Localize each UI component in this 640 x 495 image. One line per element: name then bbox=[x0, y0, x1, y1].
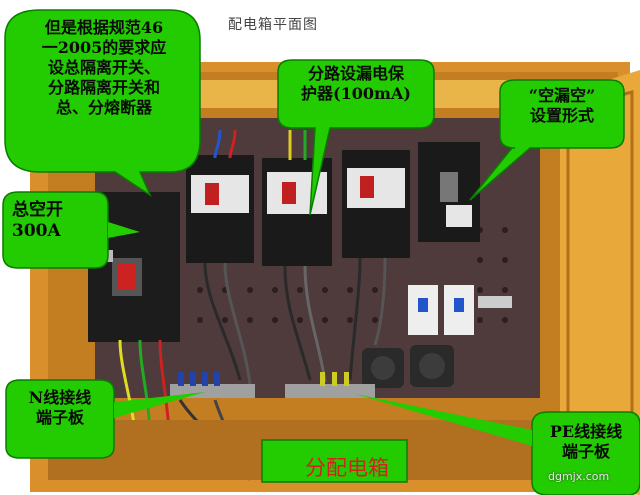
callout-empty-config-text: “空漏空” 设置形式 bbox=[502, 86, 622, 126]
callout-main-switch-line: 总空开 bbox=[12, 200, 63, 220]
sockets bbox=[362, 345, 454, 388]
callout-empty-config-bubble bbox=[469, 79, 625, 201]
callout-standard-line: 设总隔离开关、 bbox=[47, 58, 160, 77]
callout-standard-text: 但是根据规范46 一2005的要求应 设总隔离开关、 分路隔离开关和 总、分熔断… bbox=[14, 18, 194, 118]
pe-terminal-bar bbox=[285, 384, 375, 398]
callout-n-terminal-line: 端子板 bbox=[35, 408, 84, 427]
callout-standard-line: 但是根据规范46 bbox=[44, 18, 164, 37]
callout-standard-line: 分路隔离开关和 bbox=[47, 78, 160, 97]
callout-standard-line: 总、分熔断器 bbox=[55, 98, 152, 117]
terminal-screws bbox=[178, 372, 220, 386]
caption-text: 分配电箱 bbox=[305, 456, 389, 480]
mini-breakers bbox=[408, 285, 512, 335]
callout-pe-terminal-text: PE线接线 端子板 bbox=[534, 422, 638, 462]
callout-n-terminal-text: N线接线 端子板 bbox=[8, 388, 112, 428]
cabinet-door bbox=[560, 70, 640, 495]
caption-box bbox=[261, 439, 408, 483]
callout-main-switch-line: 300A bbox=[12, 221, 61, 242]
callout-pe-terminal-line: PE线接线 bbox=[549, 422, 623, 441]
image-title: 配电箱平面图 bbox=[228, 17, 318, 33]
rcd-breakers bbox=[186, 142, 480, 266]
callout-pe-terminal-bubble bbox=[531, 411, 640, 495]
callout-main-switch-text: 总空开 300A bbox=[6, 200, 110, 243]
callout-empty-config-line: 设置形式 bbox=[529, 106, 594, 125]
callout-rcd-line: 护器(100mA) bbox=[301, 84, 411, 103]
callout-main-switch-bubble bbox=[2, 191, 109, 269]
pe-wire-ends bbox=[320, 372, 349, 386]
watermark: dgmjx.com bbox=[548, 470, 610, 483]
callout-empty-config-line: “空漏空” bbox=[528, 86, 596, 105]
callout-rcd-line: 分路设漏电保 bbox=[307, 64, 404, 83]
callout-n-terminal-bubble bbox=[5, 379, 115, 459]
callout-main-switch-pointer bbox=[108, 222, 140, 238]
callout-rcd-bubble bbox=[277, 59, 435, 216]
callout-pe-terminal-pointer bbox=[355, 394, 532, 446]
callout-standard-line: 一2005的要求应 bbox=[41, 38, 167, 57]
callout-n-terminal-pointer bbox=[114, 392, 205, 418]
main-breaker-lever bbox=[118, 264, 136, 290]
callout-standard-bubble bbox=[4, 9, 201, 198]
callout-n-terminal-line: N线接线 bbox=[28, 388, 92, 407]
callout-pe-terminal-line: 端子板 bbox=[561, 442, 610, 461]
callout-rcd-text: 分路设漏电保 护器(100mA) bbox=[280, 64, 432, 104]
